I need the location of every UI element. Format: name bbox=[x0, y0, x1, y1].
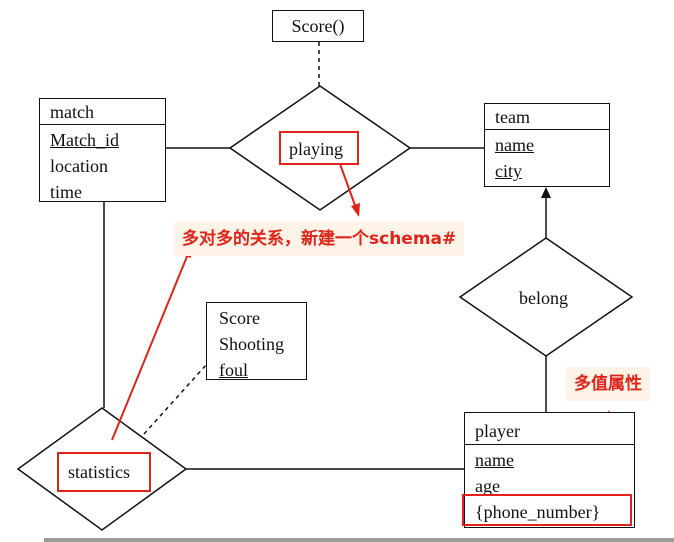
annotation-arrowhead-playing bbox=[351, 203, 360, 217]
belong-label: belong bbox=[519, 288, 568, 308]
match-entity-title: match bbox=[40, 99, 165, 125]
phone-number-highlight bbox=[462, 494, 632, 526]
belong-team-arrowhead bbox=[541, 187, 551, 198]
many-to-many-annotation: 多对多的关系，新建一个schema# bbox=[174, 222, 465, 256]
player-attr-phone-number: {phone_number} bbox=[475, 502, 601, 522]
statistics-label: statistics bbox=[68, 462, 130, 482]
team-attr-city: city bbox=[495, 161, 522, 181]
player-entity-title: player bbox=[465, 413, 634, 445]
belong-diamond bbox=[458, 237, 634, 357]
statistics-attr-score: Score bbox=[219, 308, 260, 328]
match-attr-location: location bbox=[50, 156, 108, 176]
team-entity-title: team bbox=[485, 104, 609, 130]
bottom-rule bbox=[44, 538, 674, 542]
match-attr-time: time bbox=[50, 182, 82, 202]
match-attr-match-id: Match_id bbox=[50, 130, 119, 150]
team-attr-name: name bbox=[495, 135, 534, 155]
player-attr-age: age bbox=[475, 476, 500, 496]
statistics-attrs-dashed-link bbox=[143, 364, 207, 435]
annotation-arrow-playing bbox=[339, 163, 357, 209]
team-entity: team name city bbox=[484, 103, 610, 187]
playing-highlight bbox=[279, 131, 359, 165]
statistics-diamond bbox=[16, 407, 188, 531]
playing-diamond bbox=[228, 85, 412, 211]
player-entity: player name age {phone_number} bbox=[464, 412, 635, 528]
multivalued-annotation: 多值属性 bbox=[566, 367, 650, 401]
player-attr-name: name bbox=[475, 450, 514, 470]
match-entity: match Match_id location time bbox=[39, 98, 166, 202]
score-method-box: Score() bbox=[272, 10, 364, 42]
statistics-attribute-box: Score Shooting foul bbox=[206, 302, 307, 380]
statistics-highlight bbox=[57, 452, 151, 492]
statistics-attr-shooting: Shooting bbox=[219, 334, 285, 354]
score-method-label: Score() bbox=[291, 16, 345, 36]
annotation-arrow-statistics bbox=[111, 253, 189, 441]
statistics-attr-foul: foul bbox=[219, 360, 248, 380]
playing-label: playing bbox=[289, 139, 343, 159]
